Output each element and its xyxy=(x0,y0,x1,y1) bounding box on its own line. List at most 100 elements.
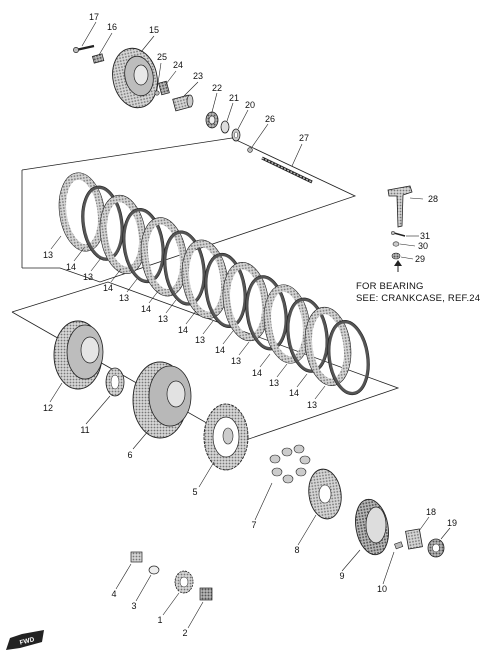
gear-9 xyxy=(355,498,389,556)
callout-6: 6 xyxy=(127,450,132,460)
callout-20: 20 xyxy=(245,100,255,110)
plate-outline xyxy=(245,275,288,351)
callout-21: 21 xyxy=(229,93,239,103)
callout-13: 13 xyxy=(231,356,241,366)
primary-gear-5 xyxy=(203,403,249,471)
plate-outline xyxy=(204,252,247,328)
plate-outline xyxy=(122,208,165,284)
callout-29: 29 xyxy=(415,254,425,264)
friction-plate-13 xyxy=(305,307,351,386)
callout-layer xyxy=(49,21,451,629)
callout-13: 13 xyxy=(43,250,53,260)
callout-18: 18 xyxy=(426,507,436,517)
pushrod-27 xyxy=(261,156,313,184)
friction-plate-13 xyxy=(264,284,310,364)
callout-14: 14 xyxy=(252,368,262,378)
callout-14: 14 xyxy=(103,283,113,293)
friction-plate-13 xyxy=(141,217,187,297)
plate-outline xyxy=(304,306,352,386)
callout-13: 13 xyxy=(195,335,205,345)
washer-10 xyxy=(394,541,404,550)
part-25 xyxy=(154,90,160,96)
pushrod-23 xyxy=(172,94,194,112)
callout-13: 13 xyxy=(158,314,168,324)
callout-17: 17 xyxy=(89,12,99,22)
leader-line xyxy=(90,257,102,272)
callout-13: 13 xyxy=(83,272,93,282)
callout-14: 14 xyxy=(141,304,151,314)
fwd-label: FWD xyxy=(19,636,35,646)
callout-10: 10 xyxy=(377,584,387,594)
clutch-plate-14 xyxy=(327,320,370,395)
collar-4 xyxy=(130,551,143,563)
thrust-washer-11 xyxy=(105,367,125,397)
leader-line xyxy=(73,247,85,262)
plate-8 xyxy=(308,468,342,520)
callout-2: 2 xyxy=(182,628,187,638)
lever-28 xyxy=(387,185,413,228)
washer-3 xyxy=(148,565,160,575)
clutch-housing-6 xyxy=(132,361,192,439)
callout-8: 8 xyxy=(294,545,299,555)
leader-line xyxy=(276,363,288,378)
seal-29 xyxy=(391,252,401,260)
ball-26 xyxy=(247,147,253,153)
callout-14: 14 xyxy=(66,262,76,272)
leader-line xyxy=(259,353,271,368)
callout-11: 11 xyxy=(80,425,89,435)
leader-line xyxy=(202,320,214,335)
leader-line xyxy=(238,341,250,356)
callout-31: 31 xyxy=(420,231,430,241)
friction-plate-13 xyxy=(100,195,146,274)
callout-30: 30 xyxy=(418,241,428,251)
callout-28: 28 xyxy=(428,194,438,204)
friction-plate-13 xyxy=(223,262,269,341)
plate-outline xyxy=(163,230,206,306)
callout-7: 7 xyxy=(251,520,256,530)
washer-30 xyxy=(392,241,400,247)
friction-plate-13 xyxy=(182,239,228,319)
leader-line xyxy=(296,373,308,388)
pressure-plate-15 xyxy=(112,47,158,109)
washer-20 xyxy=(231,128,241,142)
callout-23: 23 xyxy=(193,71,203,81)
leader-line xyxy=(148,289,160,304)
clutch-plate-stack xyxy=(58,172,370,396)
callout-5: 5 xyxy=(192,487,197,497)
callout-13: 13 xyxy=(307,400,317,410)
damper-rubbers-7 xyxy=(269,444,311,484)
callout-13: 13 xyxy=(269,378,279,388)
bearing-note-line1: FOR BEARING xyxy=(356,281,424,292)
callout-numbers: 17 16 15 25 24 23 22 21 20 26 27 28 31 3… xyxy=(43,12,457,638)
bearing-note-line2: SEE: CRANKCASE, REF.24 xyxy=(356,293,481,304)
callout-3: 3 xyxy=(131,601,136,611)
callout-9: 9 xyxy=(339,571,344,581)
callout-25: 25 xyxy=(157,52,167,62)
leader-line xyxy=(185,310,197,325)
callout-15: 15 xyxy=(149,25,159,35)
bearing-18 xyxy=(405,528,423,550)
callout-24: 24 xyxy=(173,60,183,70)
callout-1: 1 xyxy=(157,615,162,625)
callout-19: 19 xyxy=(447,518,457,528)
callout-27: 27 xyxy=(299,133,309,143)
bearing-2 xyxy=(199,587,213,601)
part-24 xyxy=(158,80,170,96)
plate-outline xyxy=(81,185,124,261)
leader-line xyxy=(50,235,62,250)
collar-19 xyxy=(427,538,445,558)
bearing-22 xyxy=(205,111,219,129)
plate-outline xyxy=(286,297,329,373)
spring-16 xyxy=(91,53,105,64)
pin-31 xyxy=(390,230,406,237)
gear-1 xyxy=(174,570,194,594)
leader-line xyxy=(110,268,122,283)
callout-14: 14 xyxy=(289,388,299,398)
bolt-17 xyxy=(73,44,95,53)
callout-26: 26 xyxy=(265,114,275,124)
callout-14: 14 xyxy=(178,325,188,335)
callout-22: 22 xyxy=(212,83,222,93)
clutch-boss-12 xyxy=(53,320,104,390)
